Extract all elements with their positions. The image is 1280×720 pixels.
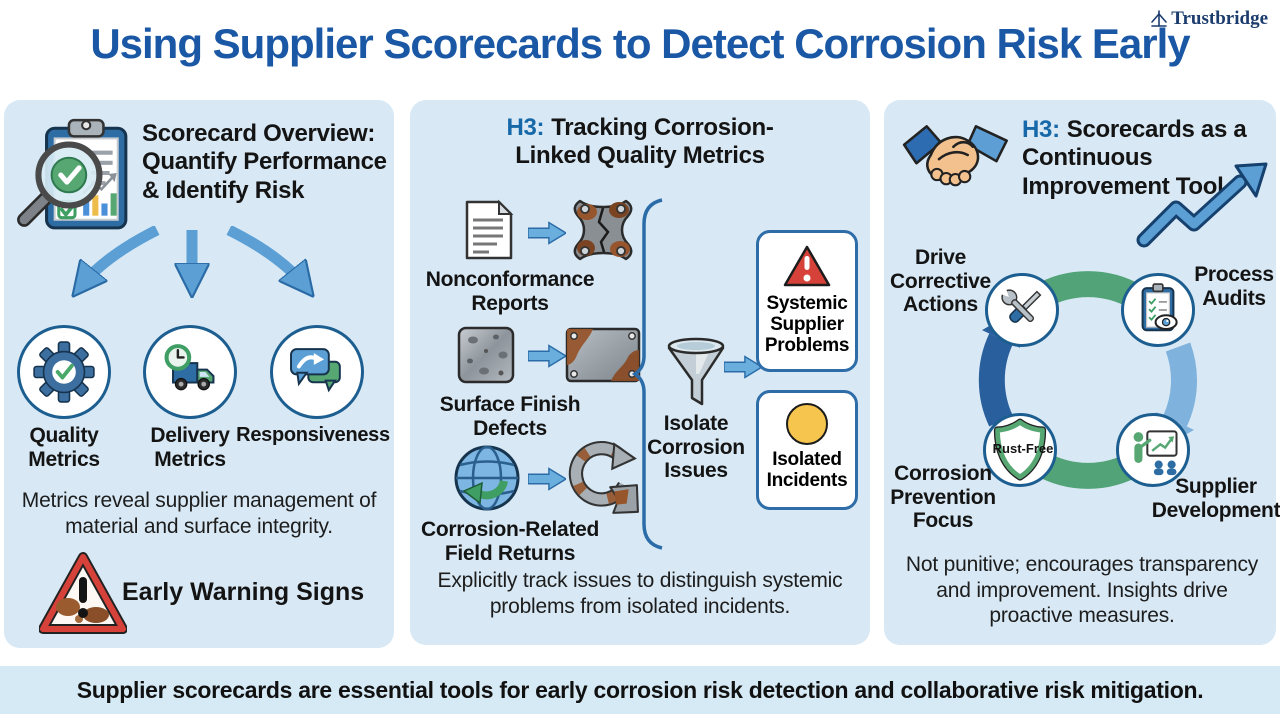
- delivery-metrics-circle: [143, 325, 237, 419]
- shield-label: Rust-Free: [992, 441, 1054, 456]
- panel3-title-text: Scorecards as a Continuous Improvement T…: [1022, 116, 1247, 200]
- quality-metrics-circle: [17, 325, 111, 419]
- brand-name: Trustbridge: [1171, 8, 1268, 29]
- isolated-incident-dot-icon: [786, 403, 828, 445]
- right-arrow-icon: [724, 355, 762, 379]
- surface-sample-icon: [457, 326, 515, 384]
- panel2-note: Explicitly track issues to distinguish s…: [437, 569, 843, 618]
- right-arrow-icon: [528, 221, 566, 245]
- trainer-chart-icon: [1133, 430, 1178, 476]
- delivery-metrics-label: Delivery Metrics: [150, 424, 230, 471]
- rust-free-shield-icon: [993, 418, 1047, 481]
- responsiveness-circle: [270, 325, 364, 419]
- chat-bubbles-icon: [290, 348, 341, 393]
- page-title: Using Supplier Scorecards to Detect Corr…: [90, 20, 1190, 67]
- panel3-title: H3:Scorecards as a Continuous Improvemen…: [1022, 116, 1268, 201]
- document-icon: [465, 199, 514, 260]
- early-warning-label: Early Warning Signs: [122, 578, 365, 606]
- supplier-development-node: [1116, 413, 1190, 487]
- systemic-problems-box: Systemic Supplier Problems: [756, 230, 858, 372]
- brand-logo: Trustbridge: [1150, 8, 1268, 30]
- funnel-icon: [667, 337, 725, 406]
- funnel-label: Isolate Corrosion Issues: [647, 412, 745, 483]
- rusty-return-cycle-icon: [568, 440, 639, 514]
- surface-defects-label: Surface Finish Defects: [439, 393, 581, 440]
- panel3-note: Not punitive; encourages transparency an…: [905, 553, 1259, 628]
- branch-arrows-icon: [29, 226, 349, 322]
- supplier-development-label: Supplier Development: [1151, 475, 1280, 522]
- systemic-problems-label: Systemic Supplier Problems: [764, 293, 850, 356]
- nonconformance-label: Nonconformance Reports: [425, 268, 595, 315]
- panel1-title: Scorecard Overview: Quantify Performance…: [142, 120, 387, 204]
- right-arrow-icon: [528, 344, 566, 368]
- panel2-title-text: Tracking Corrosion-Linked Quality Metric…: [515, 114, 774, 170]
- isolated-incidents-label: Isolated Incidents: [766, 449, 848, 491]
- corrective-actions-node: [985, 273, 1059, 347]
- clipboard-magnifier-icon: [17, 118, 128, 230]
- panel2-title-prefix: H3:: [506, 114, 545, 141]
- collector-bracket: [632, 198, 663, 550]
- corrosion-prevention-node: Rust-Free: [983, 413, 1057, 487]
- alert-triangle-icon: [783, 245, 831, 287]
- panel2-title: H3:Tracking Corrosion-Linked Quality Met…: [470, 114, 810, 171]
- panel-continuous-improvement: H3:Scorecards as a Continuous Improvemen…: [884, 100, 1280, 645]
- panel-scorecard-overview: Scorecard Overview: Quantify Performance…: [4, 100, 394, 648]
- process-audits-node: [1121, 273, 1195, 347]
- responsiveness-label: Responsiveness: [236, 424, 390, 446]
- field-returns-label: Corrosion-Related Field Returns: [420, 518, 600, 565]
- tools-icon: [998, 286, 1042, 323]
- footer-band: Supplier scorecards are essential tools …: [0, 666, 1280, 714]
- rusty-plate-icon: [565, 327, 641, 383]
- growth-arrow-icon: [1136, 162, 1268, 248]
- corroded-part-icon: [573, 199, 633, 261]
- bridge-icon: [1151, 10, 1168, 27]
- globe-return-icon: [454, 445, 520, 511]
- audit-clipboard-eye-icon: [1141, 283, 1178, 332]
- corrosion-prevention-label: Corrosion Prevention Focus: [890, 462, 996, 533]
- isolated-incidents-box: Isolated Incidents: [756, 390, 858, 510]
- handshake-icon: [902, 125, 1008, 187]
- footer-text: Supplier scorecards are essential tools …: [76, 676, 1204, 703]
- right-arrow-icon: [528, 467, 566, 491]
- panel3-title-prefix: H3:: [1022, 116, 1060, 143]
- truck-clock-icon: [164, 344, 215, 391]
- rust-warning-triangle-icon: [39, 552, 127, 634]
- quality-metrics-label: Quality Metrics: [28, 424, 100, 471]
- panel-tracking-metrics: H3:Tracking Corrosion-Linked Quality Met…: [410, 100, 870, 645]
- panel1-note: Metrics reveal supplier management of ma…: [21, 489, 377, 538]
- process-audits-label: Process Audits: [1194, 263, 1274, 310]
- corrective-actions-label: Drive Corrective Actions: [890, 246, 991, 317]
- gear-check-icon: [33, 341, 95, 403]
